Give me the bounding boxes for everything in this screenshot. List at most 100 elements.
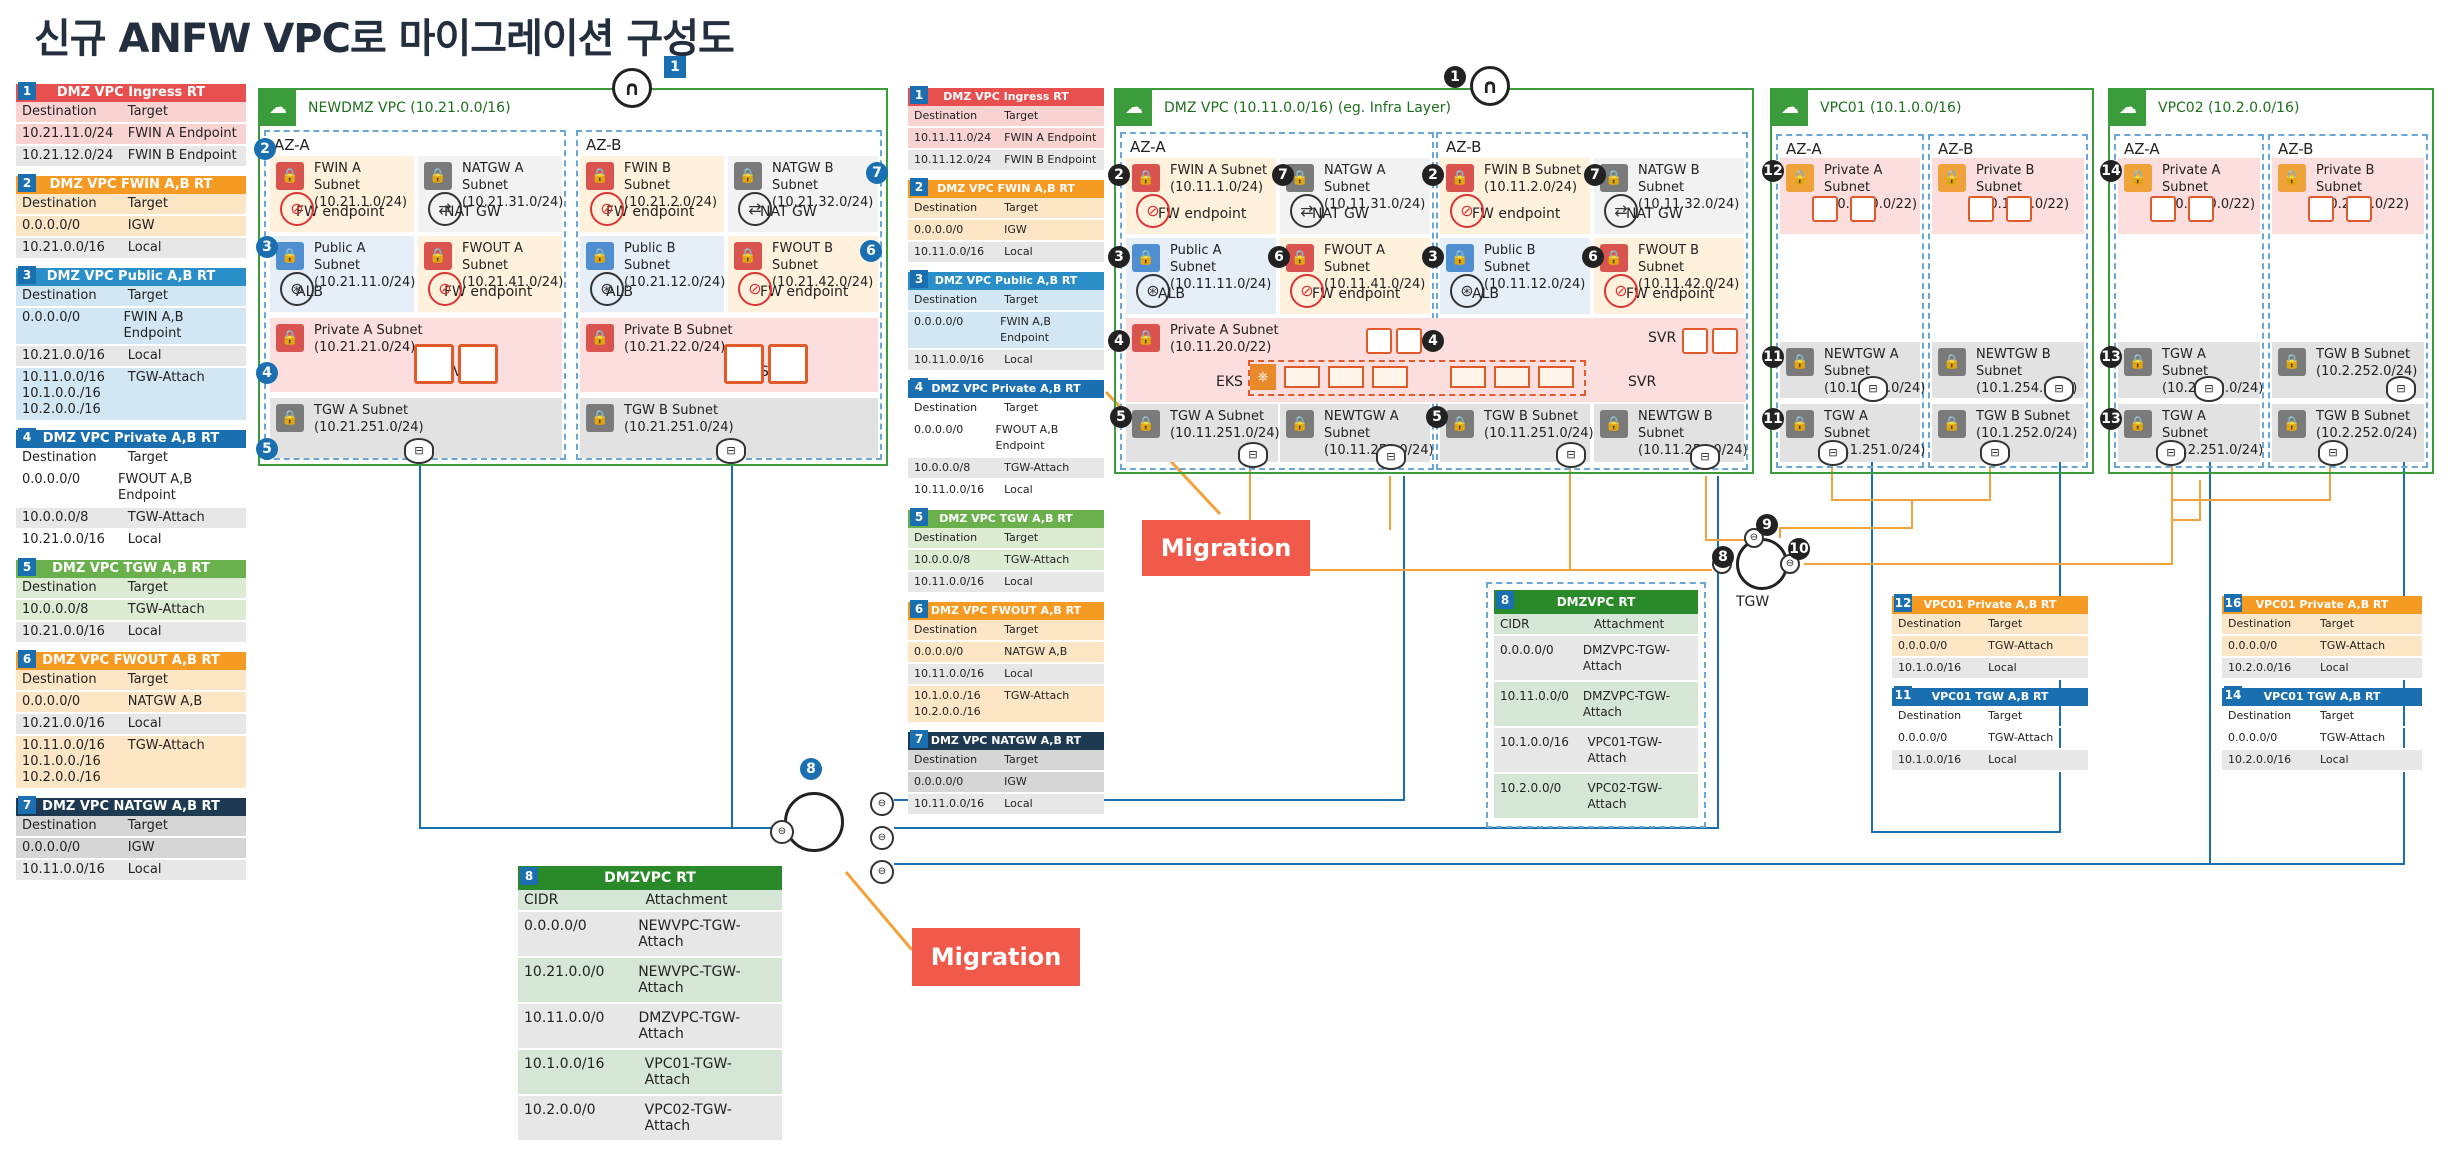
load-balancer-icon: ⊛	[1450, 274, 1484, 308]
route-table-title: VPC01 Private A,B RT	[1923, 598, 2057, 611]
subnet: 🔒TGW A Subnet(10.2.253.0/24)	[2118, 342, 2263, 398]
route-destination: 0.0.0.0/0	[2228, 639, 2278, 652]
table-row: 10.11.0.0/0 DMZVPC-TGW-Attach	[518, 1004, 782, 1050]
lock-icon: 🔒	[1786, 164, 1814, 192]
subnet-name: Private B Subnet	[1976, 163, 2035, 195]
load-balancer-icon: ⊛	[1136, 274, 1170, 308]
subnet-cidr: (10.21.31.0/24)	[462, 195, 564, 210]
column-header: Destination	[22, 818, 97, 833]
route-destination: 0.0.0.0/0	[22, 694, 81, 709]
subnet-name: NEWTGW A Subnet	[1324, 409, 1399, 441]
route-destination: 10.1.0.0./16 10.2.0.0./16	[914, 689, 981, 718]
subnet: 🔒TGW B Subnet(10.2.252.0/24)	[2272, 404, 2424, 462]
step-number-badge: 8	[1712, 546, 1734, 568]
subnet: 🔒Public A Subnet(10.21.11.0/24)ALB⊛	[270, 236, 415, 312]
lock-icon: 🔒	[1132, 324, 1160, 352]
vpc-label: VPC02 (10.2.0.0/16)	[2158, 100, 2300, 116]
nat-gateway-icon: ⇄	[738, 192, 772, 226]
route-destination: 10.21.11.0/24	[22, 126, 114, 141]
lock-icon: 🔒	[1132, 164, 1160, 192]
subnet-role: FW endpoint	[1158, 206, 1247, 222]
az-label: AZ-A	[2124, 140, 2160, 158]
column-header: Target	[1004, 623, 1039, 636]
connection-line	[2172, 480, 2201, 521]
step-number-badge: 2	[254, 138, 276, 160]
subnet-cidr: (10.11.251.0/24)	[1484, 426, 1594, 441]
subnet-cidr: (10.21.22.0/24)	[624, 340, 726, 355]
route-destination: 10.11.0.0/16	[914, 483, 985, 496]
eks-pod-icon	[1284, 366, 1320, 388]
step-number-badge: 11	[1762, 408, 1784, 430]
step-number-badge: 10	[1788, 538, 1810, 560]
firewall-icon: ⊘	[590, 192, 624, 226]
cloud-icon: ☁	[260, 90, 296, 126]
route-target: Local	[1004, 245, 1033, 258]
subnet: 🔒NATGW A Subnet(10.11.31.0/24)NAT GW⇄	[1280, 158, 1430, 234]
route-destination: 10.21.12.0/24	[22, 148, 114, 163]
route-destination: 10.0.0.0/8	[914, 461, 971, 474]
subnet-name: NATGW A Subnet	[462, 161, 524, 193]
cloud-icon: ☁	[1116, 90, 1152, 126]
cidr: 10.11.0.0/0	[524, 1010, 605, 1026]
ec2-instance-icon	[1712, 328, 1738, 354]
cidr: 10.1.0.0/16	[524, 1056, 605, 1072]
cloud-icon: ☁	[2110, 90, 2146, 126]
subnet-cidr: (10.21.12.0/24)	[624, 275, 726, 290]
route-target: Local	[1004, 483, 1033, 496]
route-target: Local	[127, 532, 162, 547]
subnet-role: FW endpoint	[444, 284, 533, 300]
column-header: Target	[127, 580, 169, 595]
eks-label: EKS	[1216, 374, 1243, 390]
route-destination: 10.11.0.0/16	[914, 667, 985, 680]
subnet-cidr: (10.11.20.0/22)	[1170, 340, 1272, 355]
step-number-badge: 4	[1108, 330, 1130, 352]
attachment: DMZVPC-TGW-Attach	[638, 1010, 741, 1042]
tgw-attachment-icon: ⊟	[1238, 442, 1268, 468]
az-label: AZ-B	[1938, 140, 1974, 158]
lock-icon: 🔒	[586, 242, 614, 270]
step-number-badge: 7	[1272, 164, 1294, 186]
step-number-badge: 4	[18, 428, 36, 446]
cidr: 10.21.0.0/0	[524, 964, 605, 980]
tgw-attachment-icon: ⊟	[2318, 440, 2348, 466]
connection-line	[1804, 466, 2173, 565]
route-destination: 10.0.0.0/8	[22, 602, 89, 617]
route-destination: 10.1.0.0/16	[1898, 753, 1962, 766]
lock-icon: 🔒	[424, 162, 452, 190]
subnet-name: TGW B Subnet	[624, 403, 719, 418]
subnet-cidr: (10.11.42.0/24)	[1638, 277, 1740, 292]
ec2-instance-icon	[1366, 328, 1392, 354]
subnet-name: FWOUT B Subnet	[1638, 243, 1700, 275]
attachment: VPC01-TGW-Attach	[1587, 735, 1663, 765]
step-number-badge: 1	[664, 56, 686, 78]
connection-line	[1249, 462, 1712, 571]
route-target: FWIN A,B Endpoint	[1000, 315, 1051, 344]
route-target: Local	[1988, 661, 2017, 674]
subnet-cidr: (10.21.41.0/24)	[462, 275, 564, 290]
subnet: 🔒FWIN A Subnet(10.21.1.0/24)FW endpoint⊘	[270, 156, 414, 232]
route-destination: 10.11.0.0/16 10.1.0.0./16 10.2.0.0./16	[22, 370, 105, 417]
vpc02: ☁ VPC02 (10.2.0.0/16)	[2108, 88, 2434, 474]
ec2-instance-icon	[1812, 196, 1838, 222]
lock-icon: 🔒	[586, 162, 614, 190]
route-destination: 0.0.0.0/0	[914, 423, 964, 436]
